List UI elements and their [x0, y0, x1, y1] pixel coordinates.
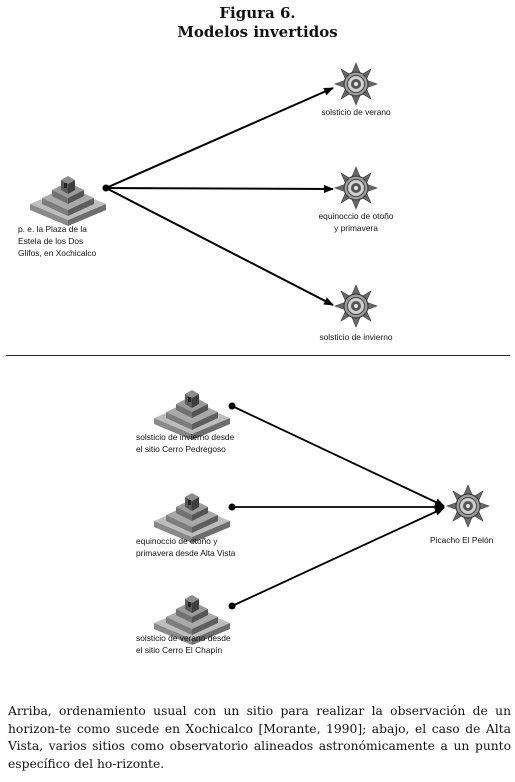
sun-icon — [334, 166, 378, 210]
target-label-picacho: Picacho El Pelón — [430, 535, 494, 545]
site-label-winter: solsticio de invierno desde el sitio Cer… — [136, 432, 235, 454]
target-label-equinox: equinoccio de otoño y primavera — [318, 211, 394, 233]
arrow-line — [231, 405, 445, 507]
site-label-summer: solsticio de verano desde el sitio Cerro… — [136, 633, 231, 655]
panel-divider — [6, 355, 510, 356]
arrow-line — [231, 507, 445, 607]
site-dot — [228, 402, 236, 410]
figure-caption: Arriba, ordenamiento usual con un sitio … — [8, 704, 511, 771]
site-dot — [228, 503, 236, 511]
top-panel — [30, 62, 378, 328]
sun-icon — [334, 62, 378, 106]
sun-icon — [334, 284, 378, 328]
site-dot — [228, 602, 236, 610]
target-label-summer: solsticio de verano — [321, 107, 391, 117]
target-label-winter: solsticio de invierno — [319, 332, 393, 342]
site-label-equinox: equinoccio de otoño y primavera desde Al… — [136, 536, 236, 558]
arrow-line — [105, 187, 334, 306]
figure-title: Modelos invertidos — [177, 23, 338, 41]
origin-dot — [102, 184, 110, 192]
pyramid-icon — [30, 176, 106, 226]
figure-number: Figura 6. — [219, 4, 296, 22]
sun-icon — [446, 484, 490, 528]
arrow-line — [105, 87, 334, 189]
arrow-line — [105, 184, 334, 193]
origin-label: p. e. la Plaza de la Estela de los Dos G… — [18, 224, 97, 258]
bottom-panel — [154, 390, 490, 645]
